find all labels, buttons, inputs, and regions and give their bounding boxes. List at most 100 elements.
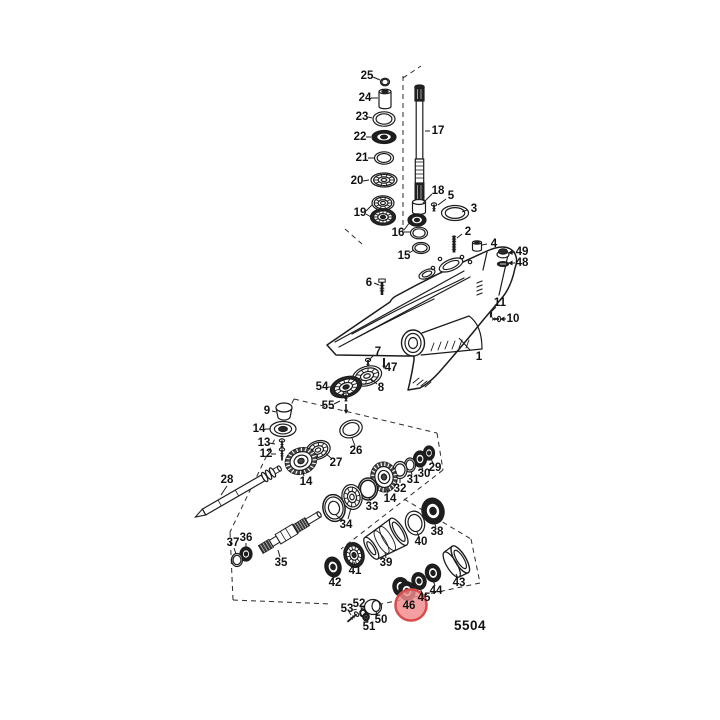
part-34b-drawing (322, 493, 346, 523)
callout-45[interactable]: 45 (418, 592, 431, 604)
callout-31[interactable]: 31 (407, 474, 420, 486)
part-39-drawing (363, 517, 409, 560)
callout-29[interactable]: 29 (429, 462, 442, 474)
part-50-drawing (363, 598, 383, 616)
part-17-drawing (414, 84, 425, 205)
part-23-drawing (372, 111, 396, 127)
part-53-drawing (346, 611, 360, 623)
callout-55[interactable]: 55 (322, 400, 335, 412)
part-6-drawing (378, 278, 386, 295)
callout-53[interactable]: 53 (341, 603, 354, 615)
parts-artwork (193, 77, 510, 623)
part-51-drawing (362, 612, 370, 622)
part-12-drawing (278, 447, 286, 461)
callout-22[interactable]: 22 (354, 131, 367, 143)
part-19b-drawing (369, 208, 397, 226)
callout-24[interactable]: 24 (359, 92, 372, 104)
callout-9[interactable]: 9 (264, 405, 270, 417)
callout-40[interactable]: 40 (415, 536, 428, 548)
callout-52[interactable]: 52 (353, 598, 366, 610)
callout-46[interactable]: 46 (403, 600, 416, 612)
part-2-drawing (451, 235, 457, 253)
part-1-gearcase-housing-drawing (326, 246, 518, 391)
part-45-drawing (411, 571, 427, 591)
callout-13[interactable]: 13 (258, 437, 271, 449)
part-28-drawing (193, 465, 282, 518)
part-26-drawing (339, 419, 363, 439)
callout-7[interactable]: 7 (375, 346, 381, 358)
callout-14-14[interactable]: 14 (300, 476, 313, 488)
callout-43[interactable]: 43 (453, 577, 466, 589)
callout-1[interactable]: 1 (476, 351, 483, 363)
callout-16[interactable]: 16 (392, 227, 405, 239)
callout-14-13[interactable]: 14 (253, 423, 266, 435)
part-18-drawing (411, 198, 427, 216)
callout-25[interactable]: 25 (361, 70, 374, 82)
callout-48[interactable]: 48 (516, 257, 529, 269)
callout-42[interactable]: 42 (329, 577, 342, 589)
part-4-drawing (471, 240, 483, 252)
callout-23[interactable]: 23 (356, 111, 369, 123)
part-14b-drawing (284, 447, 318, 475)
callout-21[interactable]: 21 (356, 152, 369, 164)
callout-37[interactable]: 37 (227, 537, 240, 549)
callout-47[interactable]: 47 (385, 362, 398, 374)
callout-20[interactable]: 20 (351, 175, 364, 187)
callout-27[interactable]: 27 (330, 457, 343, 469)
callout-10[interactable]: 10 (507, 313, 520, 325)
callout-54[interactable]: 54 (316, 381, 329, 393)
part-5-drawing (430, 202, 438, 212)
callout-26[interactable]: 26 (350, 445, 363, 457)
highlight-ring-part-46[interactable] (394, 588, 428, 622)
callout-51[interactable]: 51 (363, 621, 376, 633)
part-37-drawing (230, 552, 244, 568)
callout-50[interactable]: 50 (375, 614, 388, 626)
part-54-drawing (329, 375, 363, 399)
part-7-drawing (364, 357, 372, 367)
part-9-drawing (275, 402, 293, 421)
callout-3[interactable]: 3 (471, 203, 477, 215)
callout-19[interactable]: 19 (354, 207, 367, 219)
part-14a-drawing (269, 420, 297, 438)
callout-35[interactable]: 35 (275, 557, 288, 569)
part-3-drawing (440, 204, 470, 222)
part-35-drawing (257, 511, 322, 555)
part-49-drawing (496, 248, 510, 259)
part-20-drawing (370, 172, 398, 188)
figure-code: 5504 (454, 618, 486, 633)
part-55-drawing (342, 392, 350, 402)
callout-33[interactable]: 33 (366, 501, 379, 513)
callout-8[interactable]: 8 (378, 382, 385, 394)
callout-11[interactable]: 11 (494, 297, 507, 309)
callout-28[interactable]: 28 (221, 474, 234, 486)
part-43-drawing (442, 545, 471, 578)
callout-5[interactable]: 5 (448, 190, 455, 202)
part-19a-drawing (371, 195, 395, 211)
highlight-layer (394, 588, 428, 622)
part-44-drawing (424, 563, 442, 583)
callout-17[interactable]: 17 (432, 125, 445, 137)
callout-14-15[interactable]: 14 (384, 493, 397, 505)
callout-44[interactable]: 44 (430, 585, 443, 597)
callout-36[interactable]: 36 (240, 532, 253, 544)
part-41-drawing (343, 542, 365, 568)
callout-49[interactable]: 49 (516, 246, 529, 258)
callout-6[interactable]: 6 (366, 277, 372, 289)
callout-15[interactable]: 15 (398, 250, 411, 262)
callout-12[interactable]: 12 (260, 448, 273, 460)
callout-32[interactable]: 32 (394, 483, 407, 495)
part-25-drawing (379, 77, 391, 87)
callout-2[interactable]: 2 (465, 226, 471, 238)
callout-41[interactable]: 41 (349, 565, 362, 577)
callout-4[interactable]: 4 (491, 238, 498, 250)
part-22-drawing (371, 129, 397, 145)
callout-39[interactable]: 39 (380, 557, 393, 569)
part-8-drawing (351, 365, 383, 387)
callout-30[interactable]: 30 (418, 468, 431, 480)
callout-labels: 1234567891011121314141415161718192021222… (220, 70, 529, 633)
callout-38[interactable]: 38 (431, 526, 444, 538)
part-42-drawing (324, 556, 342, 578)
callout-34[interactable]: 34 (340, 519, 353, 531)
callout-18[interactable]: 18 (432, 185, 445, 197)
